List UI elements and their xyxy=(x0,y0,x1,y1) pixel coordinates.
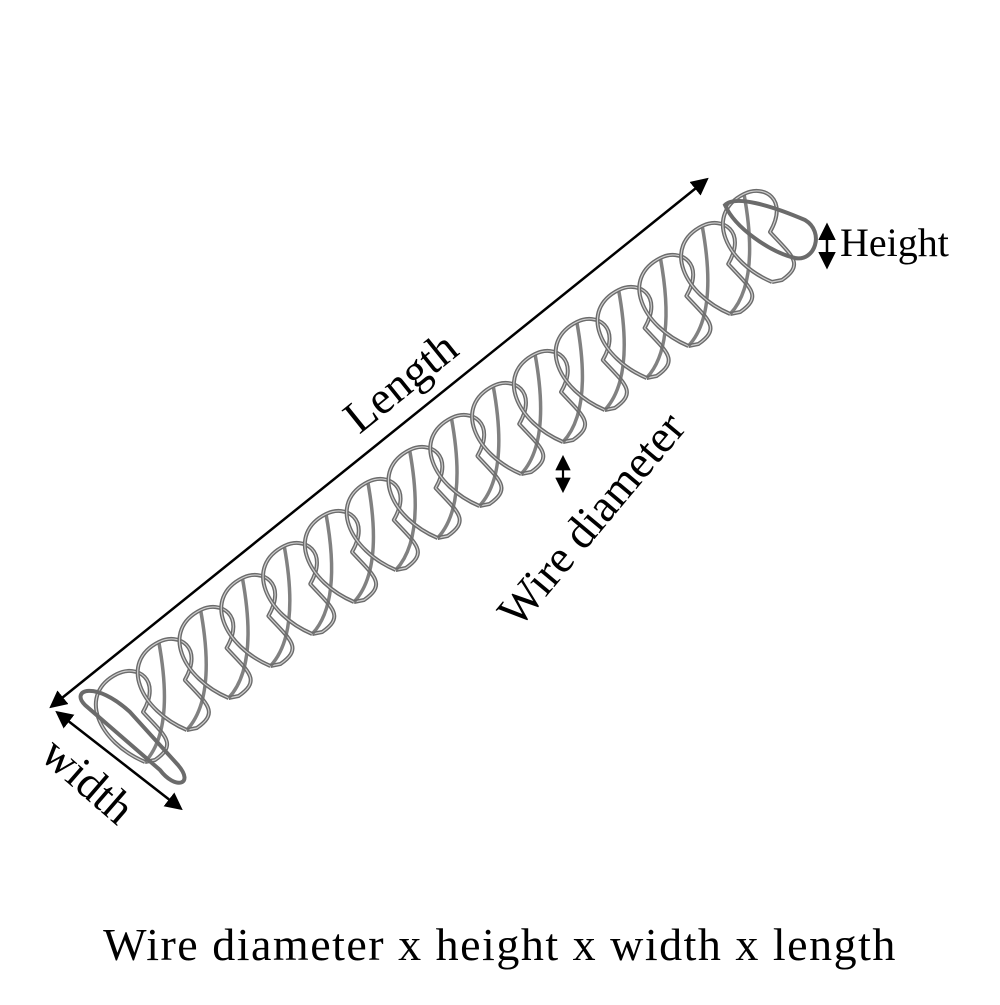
wire-diameter-label: Wire diameter xyxy=(487,402,695,636)
spring xyxy=(78,188,818,785)
dimension-formula-caption: Wire diameter x height x width x length xyxy=(103,919,897,970)
height-label: Height xyxy=(840,220,949,265)
width-arrow xyxy=(55,710,183,811)
length-arrow xyxy=(49,177,709,709)
spring-end-cap-top xyxy=(722,198,818,261)
